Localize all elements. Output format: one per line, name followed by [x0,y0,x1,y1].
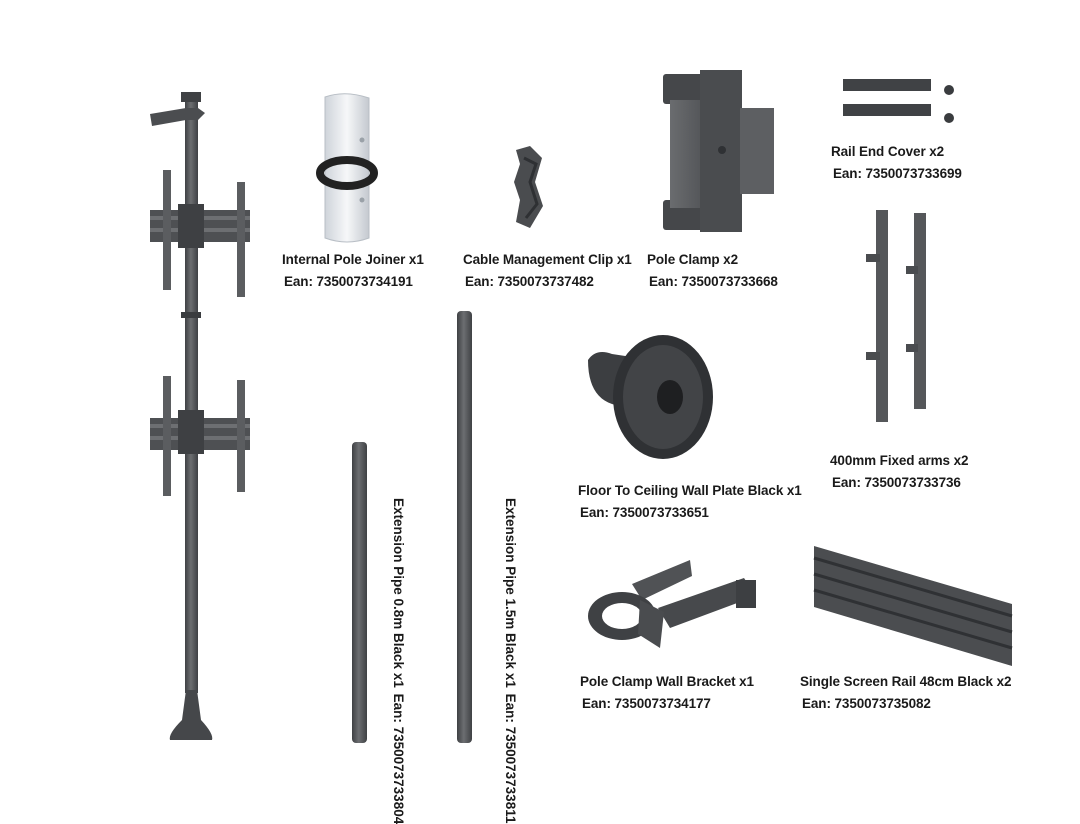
pole-clamp-image [663,70,774,232]
internal-pole-joiner-label: Internal Pole Joiner x1 Ean: 73500737341… [282,249,424,293]
cable-management-clip-image [514,146,543,228]
extension-pipe-15-image [457,311,472,743]
extension-pipe-08-label: Extension Pipe 0.8m Black x1 Ean: 735007… [387,498,409,824]
pole-clamp-wall-bracket-image [588,560,756,648]
part-name: 400mm Fixed arms x2 [830,453,969,468]
part-name: Extension Pipe 0.8m Black x1 [391,498,406,688]
part-name: Extension Pipe 1.5m Black x1 [503,498,518,688]
part-name: Internal Pole Joiner x1 [282,252,424,267]
part-ean: Ean: 7350073735082 [802,696,931,711]
part-ean: Ean: 7350073734177 [582,696,711,711]
extension-pipe-08-image [352,442,367,743]
part-name: Pole Clamp x2 [647,252,738,267]
part-ean: Ean: 7350073733804 [391,693,406,824]
part-ean: Ean: 7350073733651 [580,505,709,520]
part-ean: Ean: 7350073737482 [465,274,594,289]
extension-pipe-15-label: Extension Pipe 1.5m Black x1 Ean: 735007… [499,498,521,823]
rail-end-cover-label: Rail End Cover x2 Ean: 7350073733699 [831,141,962,185]
part-name: Single Screen Rail 48cm Black x2 [800,674,1012,689]
part-name: Cable Management Clip x1 [463,252,632,267]
fixed-arms-image [866,210,926,422]
part-ean: Ean: 7350073733736 [832,475,961,490]
assembled-floor-to-ceiling-pole [150,92,250,740]
part-ean: Ean: 7350073733811 [503,693,518,824]
floor-ceiling-wall-plate-label: Floor To Ceiling Wall Plate Black x1 Ean… [578,480,802,524]
floor-to-ceiling-wall-plate-image [588,335,713,459]
internal-pole-joiner-image [316,93,378,243]
part-ean: Ean: 7350073733699 [833,166,962,181]
pole-clamp-label: Pole Clamp x2 Ean: 7350073733668 [647,249,778,293]
pole-clamp-wall-bracket-label: Pole Clamp Wall Bracket x1 Ean: 73500737… [580,671,754,715]
fixed-arms-label: 400mm Fixed arms x2 Ean: 7350073733736 [830,450,969,494]
single-screen-rail-image [813,546,1013,666]
part-name: Floor To Ceiling Wall Plate Black x1 [578,483,802,498]
cable-management-clip-label: Cable Management Clip x1 Ean: 7350073737… [463,249,632,293]
rail-end-cover-image [843,79,954,123]
part-ean: Ean: 7350073733668 [649,274,778,289]
part-name: Rail End Cover x2 [831,144,945,159]
single-screen-rail-label: Single Screen Rail 48cm Black x2 Ean: 73… [800,671,1012,715]
part-ean: Ean: 7350073734191 [284,274,413,289]
part-name: Pole Clamp Wall Bracket x1 [580,674,754,689]
